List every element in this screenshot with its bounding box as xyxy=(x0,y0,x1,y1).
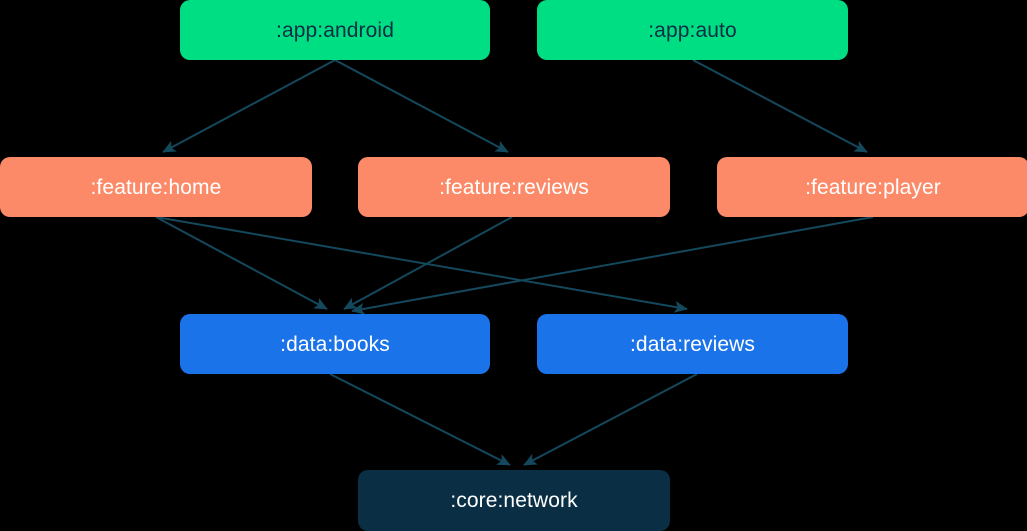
graph-node-app-android[interactable]: :app:android xyxy=(180,0,490,60)
graph-edge-app-android-to-feature-reviews xyxy=(334,59,509,153)
graph-node-feature-reviews[interactable]: :feature:reviews xyxy=(358,157,670,217)
graph-node-label: :feature:player xyxy=(805,175,941,199)
graph-edge-feature-reviews-to-data-books xyxy=(343,216,513,310)
graph-node-data-reviews[interactable]: :data:reviews xyxy=(537,314,848,374)
graph-node-label: :feature:home xyxy=(90,175,222,199)
graph-node-label: :core:network xyxy=(450,489,578,512)
graph-edge-feature-home-to-data-books xyxy=(155,216,328,310)
graph-node-feature-home[interactable]: :feature:home xyxy=(0,157,312,217)
graph-edge-app-auto-to-feature-player xyxy=(692,59,868,153)
graph-node-app-auto[interactable]: :app:auto xyxy=(537,0,848,60)
graph-edge-feature-player-to-data-books xyxy=(351,216,874,315)
graph-edge-data-books-to-core-network xyxy=(329,373,511,466)
graph-edge-app-android-to-feature-home xyxy=(162,59,336,153)
graph-node-label: :app:android xyxy=(276,18,394,42)
graph-node-label: :data:reviews xyxy=(629,332,756,356)
graph-node-data-books[interactable]: :data:books xyxy=(180,314,490,374)
graph-node-label: :feature:reviews xyxy=(439,175,589,199)
graph-node-label: :data:books xyxy=(280,332,390,356)
graph-node-core-network[interactable]: :core:network xyxy=(358,470,670,531)
graph-edge-data-reviews-to-core-network xyxy=(523,373,698,466)
graph-node-feature-player[interactable]: :feature:player xyxy=(717,157,1027,217)
graph-node-label: :app:auto xyxy=(648,18,737,42)
graph-edge-feature-home-to-data-reviews xyxy=(155,216,688,313)
